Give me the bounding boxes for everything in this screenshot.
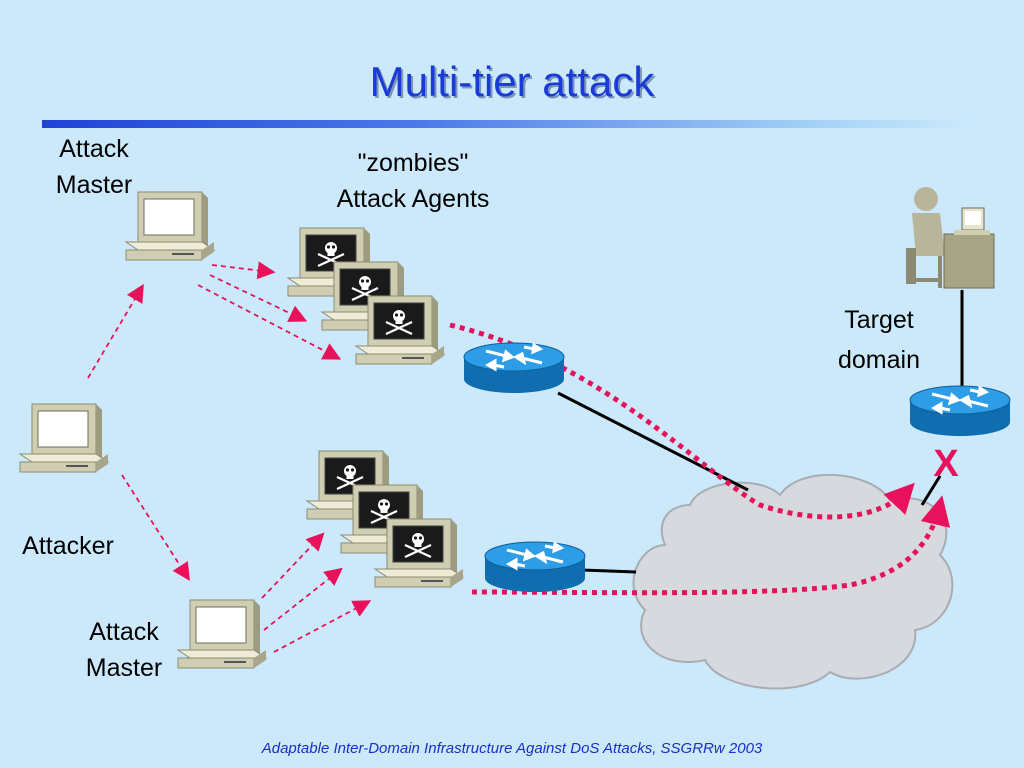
attack-master-bottom-computer-icon [177,599,267,669]
attacker-label: Attacker [22,532,114,560]
internet-cloud [632,474,954,690]
title-underline [42,120,972,128]
blocked-mark: X [933,443,959,485]
router-icon [462,341,566,395]
target-domain-label: Target domain [838,306,920,374]
router-icon [908,384,1012,438]
attack-master-bottom-label: Attack Master [85,618,163,682]
attack-master-top-label: Attack Master [55,135,133,199]
slide-title: Multi-tier attack [369,58,655,105]
router-icon [483,540,587,594]
zombies-label: "zombies" Attack Agents [336,149,490,213]
attacker-computer-icon [19,403,109,473]
zombie-computer-icon [354,294,446,366]
user-at-desk-icon [906,187,995,289]
footer-citation: Adaptable Inter-Domain Infrastructure Ag… [261,740,763,757]
zombie-computer-icon [373,517,465,589]
